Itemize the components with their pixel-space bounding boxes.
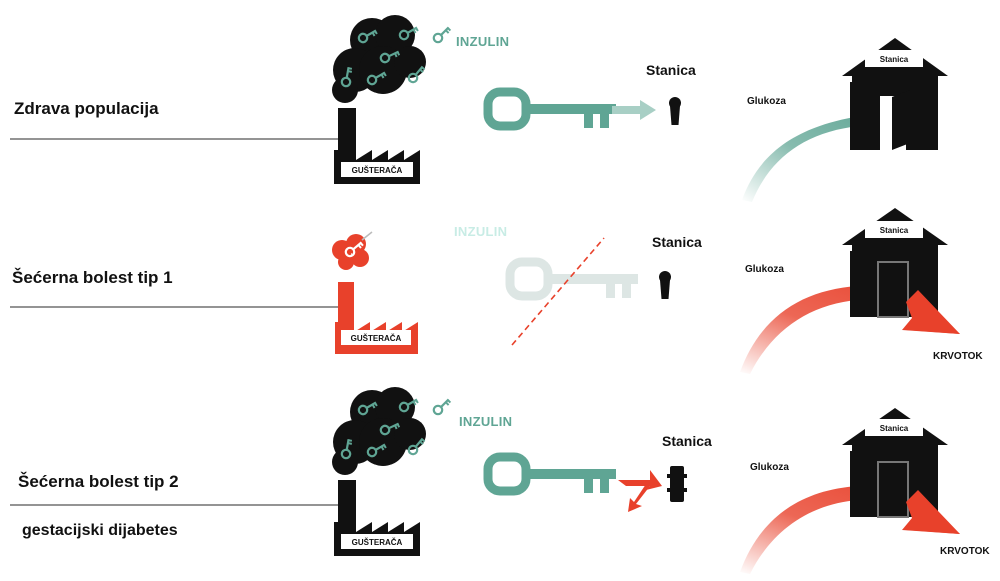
row-1-insulin-key-icon: [488, 92, 616, 128]
row-2-cell-house-icon: Stanica: [842, 208, 948, 318]
row-2-pancreas-factory-icon: GUŠTERAČA: [332, 231, 418, 354]
row-3-group: GUŠTERAČA: [10, 387, 960, 574]
row-1-pancreas-factory-icon: GUŠTERAČA: [332, 15, 453, 184]
row-1-cell-house-icon: Stanica: [842, 38, 948, 150]
row-3-insulin-label: INZULIN: [459, 414, 513, 429]
row-3-rejected-arrow-icon: [618, 470, 662, 512]
row-2-missing-key-icon: [510, 262, 638, 298]
row-1-keyhole-icon: [669, 97, 681, 125]
row-2-keyhole-icon: [659, 271, 671, 299]
row-1-house-sign: Stanica: [880, 55, 909, 64]
row-2-glucose-label: Glukoza: [745, 264, 784, 275]
row-1-glucose-label: Glukoza: [747, 96, 786, 107]
row-1-open-door-icon: [892, 90, 910, 150]
row-2-bloodstream-arrowhead-icon: [902, 290, 960, 334]
row-3-blocked-keyhole-icon: [667, 466, 687, 502]
row-1-factory-sign: GUŠTERAČA: [352, 166, 403, 175]
row-1-label: Zdrava populacija: [14, 99, 159, 118]
row-3-house-sign: Stanica: [880, 424, 909, 433]
row-2-strike-line: [511, 237, 605, 346]
row-2-insulin-label: INZULIN: [454, 224, 508, 239]
row-3-closed-door-icon: [877, 461, 909, 518]
row-3-cell-label: Stanica: [662, 433, 712, 449]
row-3-pancreas-factory-icon: GUŠTERAČA: [332, 387, 453, 556]
row-2-closed-door-icon: [877, 261, 909, 318]
row-1-cell-label: Stanica: [646, 62, 696, 78]
row-3-sublabel: gestacijski dijabetes: [22, 522, 178, 539]
row-2-label: Šećerna bolest tip 1: [12, 268, 173, 287]
row-3-factory-sign: GUŠTERAČA: [352, 538, 403, 547]
row-3-insulin-key-icon: [488, 457, 616, 493]
row-3-bloodstream-label: KRVOTOK: [940, 546, 990, 557]
row-1-key-arrow-icon: [612, 100, 656, 120]
row-2-factory-sign: GUŠTERAČA: [351, 334, 402, 343]
row-2-group: GUŠTERAČA Stanica: [10, 208, 960, 374]
row-2-cell-label: Stanica: [652, 234, 702, 250]
row-3-cell-house-icon: Stanica: [842, 408, 948, 518]
row-2-house-sign: Stanica: [880, 226, 909, 235]
row-3-label: Šećerna bolest tip 2: [18, 472, 179, 491]
row-2-bloodstream-label: KRVOTOK: [933, 351, 983, 362]
row-1-insulin-label: INZULIN: [456, 34, 510, 49]
row-3-bloodstream-arrowhead-icon: [902, 490, 960, 534]
row-3-glucose-label: Glukoza: [750, 462, 789, 473]
row-1-group: GUŠTERAČA: [10, 15, 948, 202]
